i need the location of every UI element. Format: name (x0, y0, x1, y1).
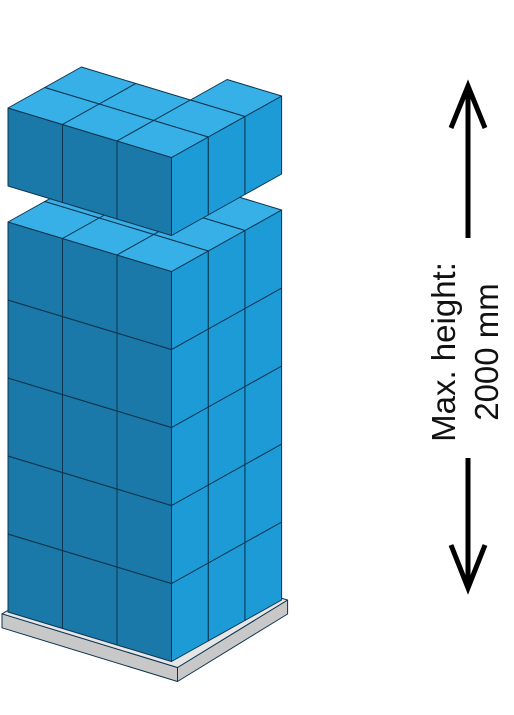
upper-cube-layer (7, 66, 283, 236)
max-height-value: 2000 mm (468, 283, 505, 421)
height-arrow-up-head (448, 79, 488, 129)
cube-top-face (116, 120, 209, 158)
max-height-annotation: Max. height: 2000 mm (425, 79, 505, 595)
lower-cube-stack (7, 160, 283, 662)
height-arrow-down-head (448, 544, 488, 595)
cube-top-face (116, 234, 209, 272)
max-height-label: Max. height: (425, 262, 462, 442)
